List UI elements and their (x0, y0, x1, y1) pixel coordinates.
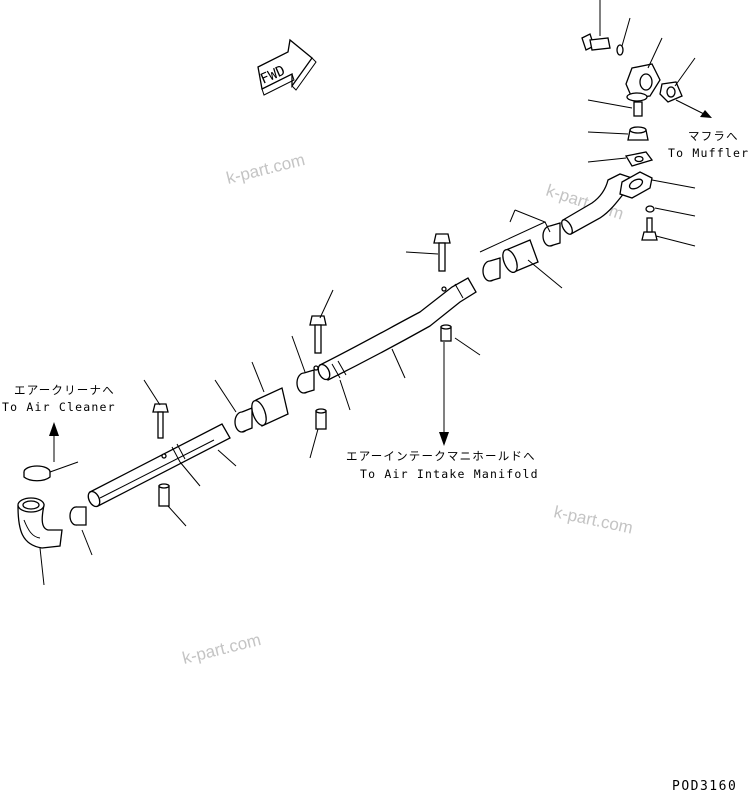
spacer-2 (315, 408, 327, 430)
air-cleaner-label-jp: エアークリーナへ (14, 383, 115, 397)
bolt-top (581, 33, 611, 51)
watermark: k-part.com (180, 630, 263, 668)
hose-clamp-3 (482, 257, 501, 282)
hose-clamp-2 (296, 369, 315, 394)
gasket-top (659, 81, 683, 103)
cap (23, 465, 51, 482)
spacer-1 (158, 483, 170, 507)
manifold-label-jp: エアーインテークマニホールドへ (346, 449, 536, 463)
bolt-4 (641, 217, 658, 241)
middle-pipe (313, 277, 477, 381)
hose-clamp-1 (234, 407, 253, 433)
bolt-3 (433, 233, 451, 272)
hose-clamp-4 (542, 222, 561, 247)
gasket-mid (624, 151, 654, 167)
hose-2 (502, 239, 539, 274)
watermark: k-part.com (552, 502, 634, 537)
leader-lines (39, 0, 696, 586)
hose-clamp-left (69, 506, 87, 526)
washer-top (616, 44, 624, 56)
air-cleaner-label-en: To Air Cleaner (2, 400, 116, 414)
muffler-label-en: To Muffler (668, 146, 749, 160)
bolt-2 (309, 315, 327, 354)
nipple (633, 101, 643, 117)
muffler-label-jp: マフラへ (688, 129, 739, 143)
drawing-code: POD3160 (672, 779, 737, 793)
to-air-cleaner-arrow (49, 422, 59, 462)
watermark: k-part.com (224, 150, 307, 188)
manifold-label-en: To Air Intake Manifold (360, 467, 539, 481)
spacer-3 (440, 324, 452, 342)
to-manifold-arrow (439, 342, 449, 446)
hose-1 (251, 387, 289, 427)
nut (627, 126, 649, 141)
bolt-1 (152, 403, 169, 439)
elbow-fitting (625, 63, 661, 102)
washer-front (645, 205, 655, 213)
rear-pipe (87, 423, 231, 508)
fwd-arrow-icon: FWD (257, 38, 317, 96)
pipe-flange (619, 171, 653, 199)
to-muffler-arrow (675, 99, 712, 118)
elbow-pipe (17, 497, 63, 549)
